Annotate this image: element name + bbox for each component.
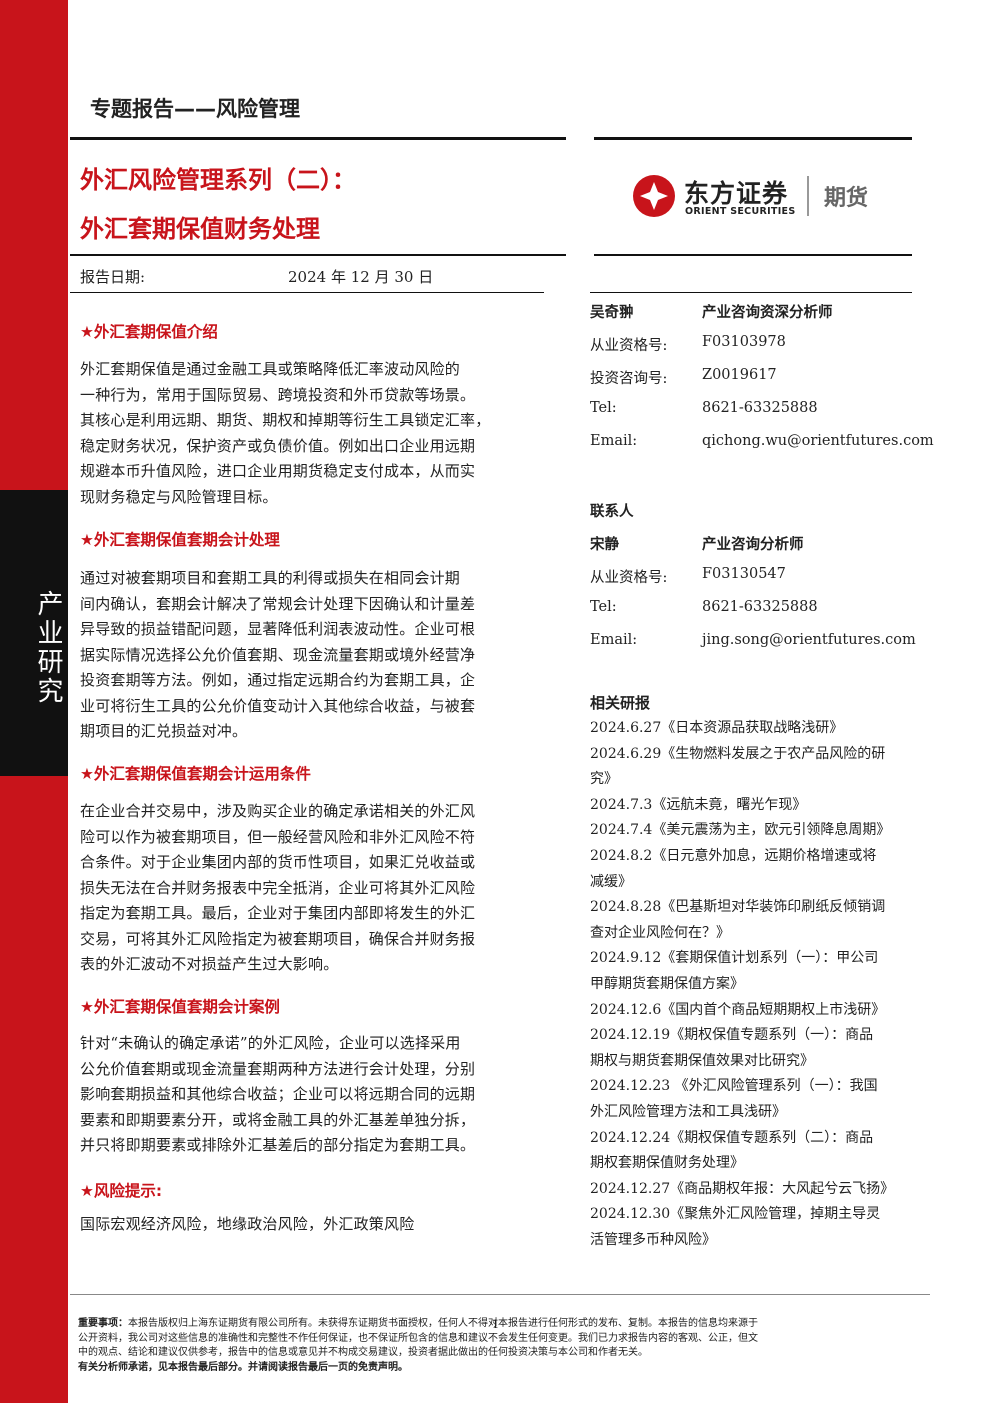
list-item: 2024.12.23 《外汇风险管理系列（一）：我国	[590, 1078, 878, 1095]
list-item: 2024.7.3《远航未竟，曙光乍现》	[590, 796, 807, 813]
top-rule-left	[70, 137, 566, 140]
footer-rule	[70, 1294, 930, 1295]
analyst-title: 产业咨询资深分析师	[702, 304, 833, 321]
list-item: 2024.8.2《日元意外加息，远期价格增速或将	[590, 847, 877, 864]
report-title-line1: 外汇风险管理系列（二）：	[80, 166, 356, 194]
related-reports-heading: 相关研报	[590, 694, 651, 712]
company-logo: 东方证券 ORIENT SECURITIES 期货	[632, 172, 922, 222]
list-item: 2024.12.6《国内首个商品短期期权上市浅研》	[590, 1001, 886, 1018]
list-item: 查对企业风险何在？》	[590, 924, 730, 941]
list-item: 2024.12.24《期权保值专题系列（二）：商品	[590, 1129, 874, 1146]
list-item: 2024.12.19《期权保值专题系列（一）：商品	[590, 1027, 874, 1044]
sidebar-category-label: 产业研究	[33, 590, 63, 706]
list-item: 2024.12.30《聚焦外汇风险管理，掉期主导灵	[590, 1206, 881, 1223]
section-heading-conditions: ★外汇套期保值套期会计运用条件	[80, 765, 311, 783]
section-heading-case: ★外汇套期保值套期会计案例	[80, 998, 280, 1016]
logo-futures-label: 期货	[824, 186, 869, 211]
analyst-email: qichong.wu@orientfutures.com	[702, 433, 934, 449]
report-type-header: 专题报告——风险管理	[90, 97, 300, 121]
section-heading-risk: ★风险提示:	[80, 1182, 163, 1200]
section-body-conditions: 在企业合并交易中，涉及购买企业的确定承诺相关的外汇风险可以作为被套期项目，但一般…	[80, 802, 476, 973]
list-item: 2024.7.4《美元震荡为主，欧元引领降息周期》	[590, 822, 891, 839]
title-rule-left	[70, 254, 566, 256]
section-body-case: 针对“未确认的确定承诺”的外汇风险，企业可以选择采用公允价值套期或现金流量套期两…	[80, 1034, 476, 1154]
section-heading-intro: ★外汇套期保值介绍	[80, 323, 218, 341]
list-item: 究》	[590, 771, 618, 788]
section-body-accounting: 通过对被套期项目和套期工具的利得或损失在相同会计期间内确认，套期会计解决了常规会…	[80, 569, 476, 740]
list-item: 2024.9.12《套期保值计划系列（一）：甲公司	[590, 950, 879, 967]
report-date-label: 报告日期:	[80, 268, 146, 286]
list-item: 甲醇期货套期保值方案》	[590, 975, 744, 992]
report-title-line2: 外汇套期保值财务处理	[80, 215, 320, 243]
logo-chinese-name: 东方证券	[684, 179, 789, 208]
title-rule-right	[594, 254, 912, 256]
contact-name: 宋静	[590, 536, 619, 553]
page-number: 1	[492, 1318, 499, 1331]
report-date-value: 2024 年 12 月 30 日	[288, 268, 434, 286]
disclaimer: 重要事项：本报告版权归上海东证期货有限公司所有。未获得东证期货书面授权，任何人不…	[78, 1317, 928, 1375]
orient-logo-icon	[633, 175, 675, 217]
list-item: 活管理多币种风险》	[590, 1231, 716, 1248]
section-heading-accounting: ★外汇套期保值套期会计处理	[80, 531, 280, 549]
related-reports-list: 2024.6.27《日本资源品获取战略浅研》 2024.6.29《生物燃料发展之…	[590, 716, 912, 1253]
analyst-commitment-note: 有关分析师承诺，见本报告最后部分。并请阅读报告最后一页的免责声明。	[78, 1361, 408, 1373]
list-item: 减缓》	[590, 873, 632, 890]
section-body-intro: 外汇套期保值是通过金融工具或策略降低汇率波动风险的一种行为，常用于国际贸易、跨境…	[80, 360, 491, 506]
contact-email: jing.song@orientfutures.com	[702, 632, 916, 648]
disclaimer-label: 重要事项：	[78, 1318, 128, 1329]
report-date: 报告日期: 2024 年 12 月 30 日	[80, 266, 433, 287]
list-item: 2024.8.28《巴基斯坦对华装饰印刷纸反倾销调	[590, 899, 886, 916]
list-item: 2024.6.27《日本资源品获取战略浅研》	[590, 720, 844, 736]
contact-title: 产业咨询分析师	[702, 536, 804, 553]
list-item: 期权与期货套期保值效果对比研究》	[590, 1052, 814, 1069]
date-rule	[70, 292, 544, 293]
list-item: 2024.6.29《生物燃料发展之于农产品风险的研	[590, 745, 886, 762]
top-rule-right	[594, 137, 912, 140]
list-item: 2024.12.27《商品期权年报：大风起兮云飞扬》	[590, 1180, 895, 1197]
sidebar-category-block	[0, 490, 68, 776]
logo-english-name: ORIENT SECURITIES	[685, 206, 796, 217]
list-item: 外汇风险管理方法和工具浅研》	[590, 1103, 786, 1120]
section-body-risk: 国际宏观经济风险，地缘政治风险，外汇政策风险	[80, 1215, 415, 1233]
analyst-name: 吴奇翀	[590, 304, 634, 321]
logo-divider	[807, 176, 809, 216]
list-item: 期权套期保值财务处理》	[590, 1155, 744, 1172]
analyst-rule	[590, 292, 912, 293]
